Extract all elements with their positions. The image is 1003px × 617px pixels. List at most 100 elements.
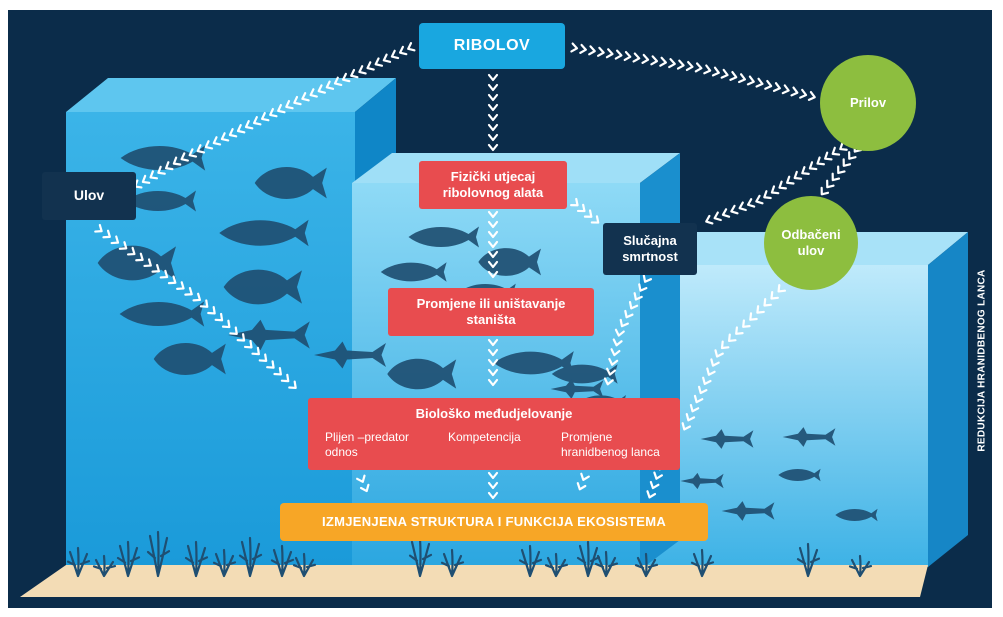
seaweed-icon bbox=[518, 544, 543, 578]
chevron-arrow-icon bbox=[770, 185, 780, 195]
chevron-arrow-icon bbox=[614, 328, 625, 337]
chevron-arrow-icon bbox=[831, 172, 841, 182]
chevron-arrow-icon bbox=[632, 52, 641, 63]
arrow-right-to-ecosystem bbox=[576, 472, 590, 491]
chevron-arrow-icon bbox=[703, 64, 712, 75]
chevron-arrow-icon bbox=[705, 214, 714, 225]
seaweed-icon bbox=[408, 536, 433, 578]
chevron-arrow-icon bbox=[487, 143, 499, 152]
seaweed-icon bbox=[92, 554, 117, 578]
chevron-arrow-icon bbox=[770, 291, 779, 300]
chevron-arrow-icon bbox=[749, 312, 758, 321]
chevron-arrow-icon bbox=[143, 258, 152, 268]
chevron-arrow-icon bbox=[487, 240, 499, 249]
seaweed-icon bbox=[66, 546, 91, 578]
seaweed-icon bbox=[634, 552, 659, 578]
chevron-arrow-icon bbox=[221, 319, 231, 329]
chevron-arrow-icon bbox=[619, 318, 629, 328]
chevron-arrow-icon bbox=[398, 45, 408, 56]
chevron-arrow-icon bbox=[646, 490, 657, 499]
chevron-arrow-icon bbox=[487, 113, 499, 122]
chevron-arrow-icon bbox=[610, 348, 621, 357]
chevron-arrow-icon bbox=[713, 211, 722, 222]
chevron-arrow-icon bbox=[487, 260, 499, 269]
chevron-arrow-icon bbox=[693, 394, 704, 404]
chevron-arrow-icon bbox=[653, 471, 663, 480]
chevron-arrow-icon bbox=[253, 116, 262, 126]
chevron-arrow-icon bbox=[487, 491, 499, 500]
chevron-arrow-icon bbox=[576, 203, 586, 213]
chevron-arrow-icon bbox=[487, 230, 499, 239]
chevron-arrow-icon bbox=[638, 283, 648, 292]
chevron-arrow-icon bbox=[763, 190, 772, 200]
seaweed-icon bbox=[238, 536, 263, 578]
chevron-arrow-icon bbox=[285, 99, 294, 110]
chevron-arrow-icon bbox=[642, 274, 653, 283]
chevron-arrow-icon bbox=[579, 43, 587, 54]
interaction-item-food-web-change: Promjene hranidbenog lanca bbox=[561, 430, 660, 459]
chevron-arrow-icon bbox=[487, 348, 499, 357]
discards-label: Odbačeni ulov bbox=[781, 226, 841, 258]
chevron-arrow-icon bbox=[808, 161, 818, 171]
chevron-arrow-icon bbox=[126, 246, 136, 256]
chevron-arrow-icon bbox=[141, 174, 151, 184]
chevron-arrow-icon bbox=[612, 338, 623, 347]
chevron-arrow-icon bbox=[390, 49, 400, 60]
food-web-reduction-label-wrap: REDUKCIJA HRANIDBENOG LANCA bbox=[962, 240, 1002, 480]
chevron-arrow-icon bbox=[288, 380, 297, 390]
chevron-arrow-icon bbox=[277, 103, 286, 114]
arrow-gear-to-mortality bbox=[570, 197, 600, 224]
chevron-arrow-icon bbox=[735, 326, 744, 335]
chevron-arrow-icon bbox=[229, 326, 238, 335]
chevron-arrow-icon bbox=[624, 309, 634, 319]
chevron-arrow-icon bbox=[583, 209, 593, 218]
chevron-arrow-icon bbox=[325, 80, 335, 90]
chevron-arrow-icon bbox=[487, 481, 499, 490]
fishing-gear-impact-box: Fizički utjecaj ribolovnog alata bbox=[419, 161, 567, 209]
chevron-arrow-icon bbox=[151, 264, 161, 273]
chevron-arrow-icon bbox=[94, 223, 103, 233]
chevron-arrow-icon bbox=[228, 128, 238, 138]
chevron-arrow-icon bbox=[487, 250, 499, 259]
chevron-arrow-icon bbox=[236, 333, 246, 342]
arrow-group bbox=[94, 42, 863, 500]
chevron-arrow-icon bbox=[356, 474, 366, 483]
chevron-arrow-icon bbox=[180, 152, 189, 162]
chevron-arrow-icon bbox=[668, 58, 676, 69]
chevron-arrow-icon bbox=[487, 471, 499, 480]
discards-circle: Odbačeni ulov bbox=[764, 196, 858, 290]
chevron-arrow-icon bbox=[407, 42, 416, 52]
bycatch-circle: Prilov bbox=[820, 55, 916, 151]
chevron-arrow-icon bbox=[755, 77, 764, 88]
chevron-arrow-icon bbox=[309, 88, 318, 98]
catch-box: Ulov bbox=[42, 172, 136, 220]
chevron-arrow-icon bbox=[777, 283, 787, 293]
arrow-bycatch-to-mortality bbox=[705, 141, 848, 225]
chevron-arrow-icon bbox=[764, 79, 773, 90]
ecosystem-change-label: IZMJENJENA STRUKTURA I FUNKCIJA EKOSISTE… bbox=[321, 513, 667, 529]
arrow-discards-to-interaction bbox=[681, 283, 787, 431]
chevron-arrow-icon bbox=[756, 305, 765, 314]
seaweed-icon bbox=[212, 548, 237, 578]
chevron-arrow-icon bbox=[487, 133, 499, 142]
chevron-arrow-icon bbox=[487, 123, 499, 132]
fishing-title: RIBOLOV bbox=[453, 37, 531, 54]
arrow-mortality-to-interaction bbox=[603, 274, 653, 386]
chevron-arrow-icon bbox=[839, 141, 848, 151]
chevron-arrow-icon bbox=[487, 210, 499, 219]
chevron-arrow-icon bbox=[301, 92, 310, 102]
chevron-arrow-icon bbox=[266, 360, 275, 369]
chevron-arrow-icon bbox=[487, 270, 499, 279]
chevron-arrow-icon bbox=[261, 111, 270, 122]
chevron-arrow-icon bbox=[269, 107, 278, 118]
chevron-arrow-icon bbox=[628, 300, 639, 310]
chevron-arrow-icon bbox=[590, 215, 600, 224]
chevron-arrow-icon bbox=[837, 165, 846, 175]
seaweed-icon bbox=[292, 552, 317, 578]
chevron-arrow-icon bbox=[746, 75, 755, 86]
chevron-arrow-icon bbox=[333, 76, 343, 87]
chevron-arrow-icon bbox=[727, 333, 737, 343]
chevron-arrow-icon bbox=[149, 170, 159, 180]
chevron-arrow-icon bbox=[487, 338, 499, 347]
interaction-item-competition: Kompetencija bbox=[448, 430, 521, 444]
